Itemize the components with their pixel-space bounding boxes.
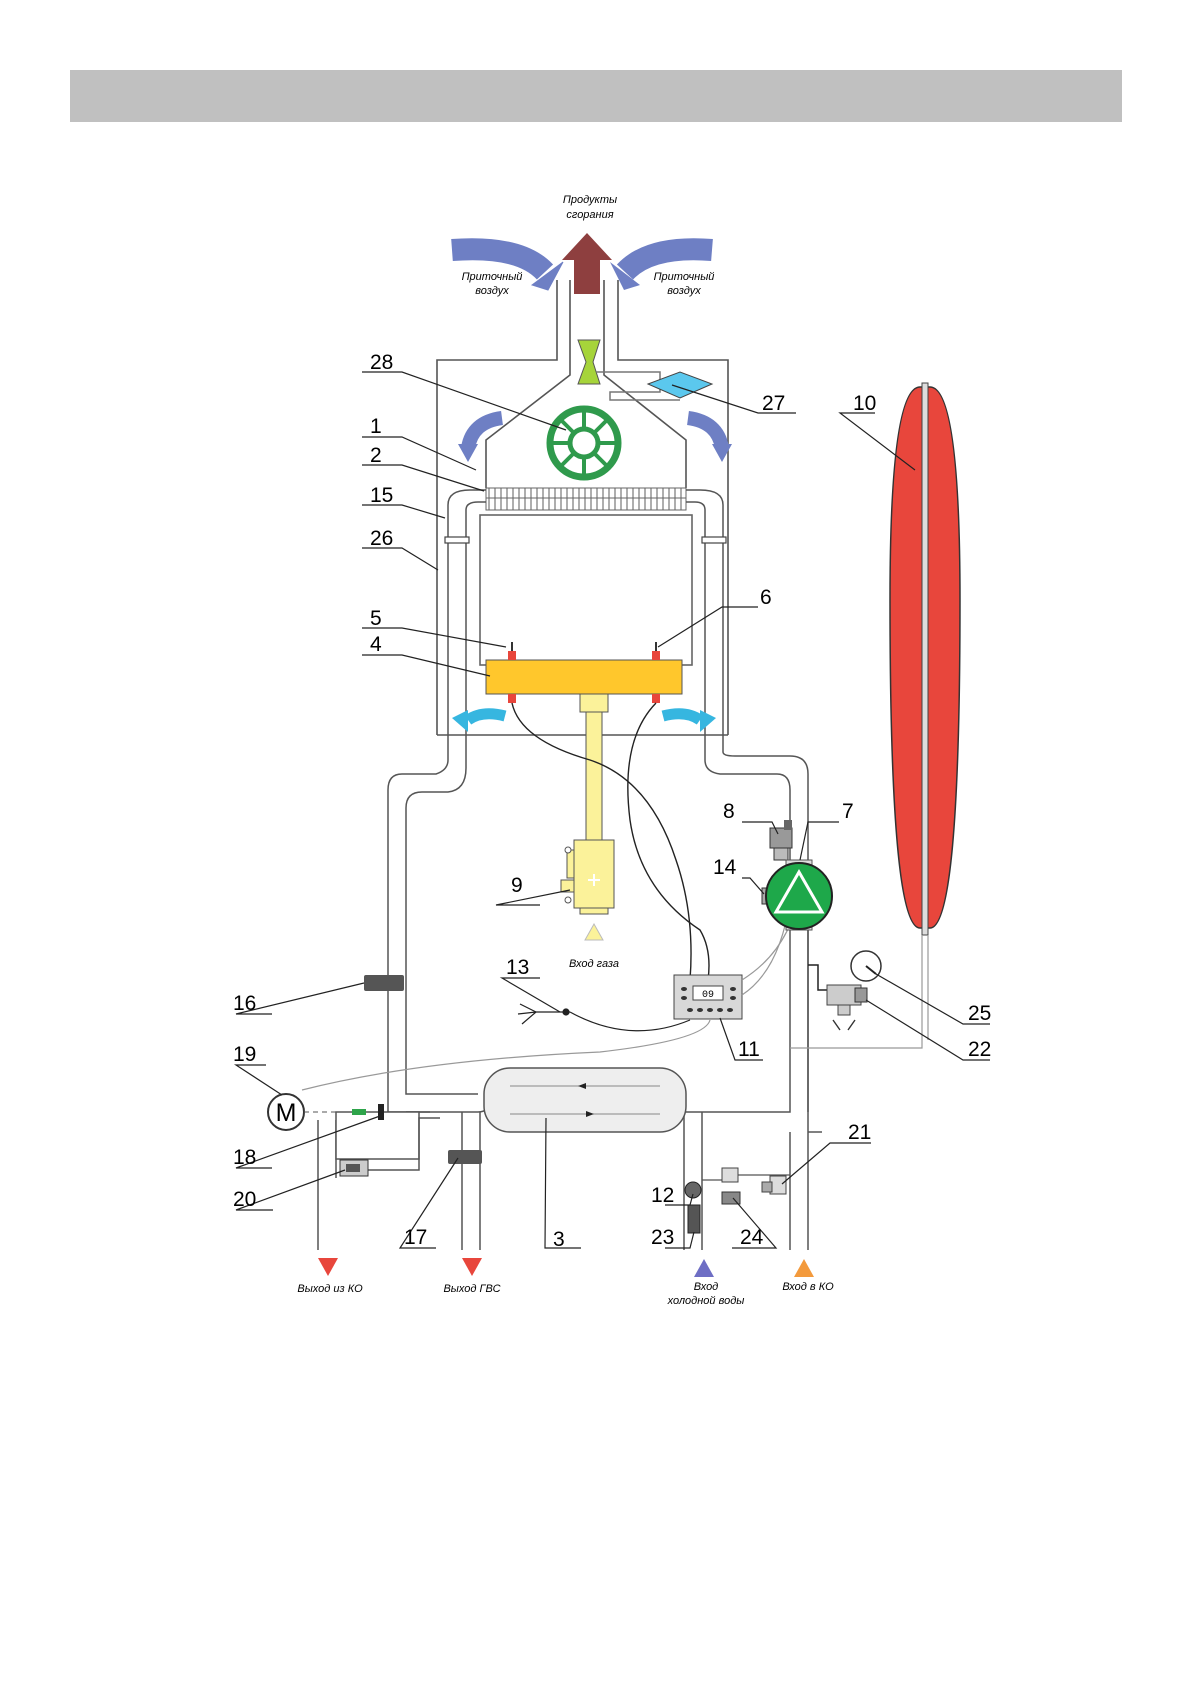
label-19: 19 — [233, 1043, 256, 1066]
dhw-plate-heat-exchanger — [483, 1067, 687, 1133]
label-16: 16 — [233, 992, 256, 1015]
caption-heating-inlet: Вход в КО — [782, 1281, 834, 1293]
pipe-end-caps — [444, 536, 727, 544]
air-arrow-inner-left — [458, 411, 504, 462]
caption-combustion-products-2: сгорания — [566, 209, 613, 221]
control-board: 09 — [673, 974, 743, 1020]
boiler-casing — [436, 280, 729, 736]
label-14: 14 — [713, 856, 737, 879]
electrode-cables — [511, 702, 710, 981]
label-9: 9 — [511, 874, 523, 897]
label-10: 10 — [853, 392, 876, 415]
air-vent — [769, 820, 793, 861]
air-arrow-inner-right-body — [686, 411, 729, 450]
label-12: 12 — [651, 1184, 674, 1207]
label-2: 2 — [370, 444, 382, 467]
flue-gas-arrow-shape — [562, 233, 612, 294]
diverter-valve-motor: M — [267, 1093, 384, 1131]
caption-combustion-products-1: Продукты — [563, 194, 617, 206]
header-bar — [70, 70, 1122, 122]
label-20: 20 — [233, 1188, 256, 1211]
burner-air-arrow-left-head — [452, 710, 468, 732]
circulation-pump — [765, 859, 833, 931]
label-15: 15 — [370, 484, 393, 507]
caption-heating-outlet: Выход из КО — [297, 1283, 363, 1295]
label-28: 28 — [370, 351, 393, 374]
burner-air-arrow-right — [661, 708, 704, 725]
gas-supply-pipe — [560, 693, 615, 941]
caption-supply-air-left-1: Приточный — [462, 271, 523, 283]
label-5: 5 — [370, 607, 382, 630]
label-24: 24 — [740, 1226, 764, 1249]
air-arrow-inner-right — [686, 411, 732, 462]
caption-supply-air-right-1: Приточный — [654, 271, 715, 283]
caption-cold-water-1: Вход — [694, 1281, 719, 1293]
caption-gas-inlet: Вход газа — [569, 958, 619, 970]
air-arrow-left — [451, 238, 564, 291]
dhw-temp-sensor — [448, 1150, 482, 1164]
expansion-tank — [790, 382, 961, 1049]
label-22: 22 — [968, 1038, 991, 1061]
pressure-gauge — [808, 950, 882, 991]
label-1: 1 — [370, 415, 382, 438]
power-cord — [517, 1003, 691, 1032]
air-arrow-left-head — [530, 261, 564, 291]
label-21: 21 — [848, 1121, 871, 1144]
bypass-valve — [339, 1159, 369, 1177]
air-arrow-right-body — [616, 238, 713, 280]
caption-supply-air-right-2: воздух — [667, 285, 701, 297]
burner-air-arrow-right-head — [700, 710, 716, 732]
air-pressure-switch — [646, 371, 714, 399]
number-labels: 1 2 3 4 5 6 7 8 9 10 11 12 13 14 15 16 1… — [233, 351, 991, 1251]
control-board-display: 09 — [702, 990, 714, 1001]
label-11: 11 — [738, 1038, 760, 1061]
leader-lines — [233, 371, 990, 1249]
heat-exchanger-fins — [485, 497, 687, 511]
air-arrow-inner-left-body — [461, 411, 504, 450]
label-13: 13 — [506, 956, 529, 979]
air-arrow-left-body — [451, 238, 554, 280]
air-arrow-right-head — [610, 262, 640, 290]
flow-sensor — [684, 1181, 702, 1234]
bypass — [335, 1111, 440, 1171]
label-25: 25 — [968, 1002, 991, 1025]
flue-gas-arrow — [562, 233, 612, 294]
label-26: 26 — [370, 527, 393, 550]
air-arrow-right — [610, 238, 713, 290]
label-6: 6 — [760, 586, 772, 609]
label-7: 7 — [842, 800, 854, 823]
drain-valve — [761, 1175, 787, 1195]
gas-inlet-marker — [584, 922, 604, 941]
fan — [546, 405, 622, 481]
label-8: 8 — [723, 800, 735, 823]
label-17: 17 — [404, 1226, 427, 1249]
label-3: 3 — [553, 1228, 565, 1251]
caption-supply-air-left-2: воздух — [475, 285, 509, 297]
heating-inlet-marker — [794, 1259, 814, 1277]
cold-water-inlet-marker — [694, 1259, 714, 1277]
pressure-tube — [596, 371, 680, 401]
caption-dhw-outlet: Выход ГВС — [443, 1283, 500, 1295]
air-arrow-inner-right-head — [712, 444, 732, 462]
air-arrow-inner-left-head — [458, 444, 478, 462]
caption-cold-water-2: холодной воды — [667, 1295, 745, 1307]
ignition-electrode — [508, 642, 516, 703]
label-4: 4 — [370, 633, 382, 656]
ionisation-electrode — [652, 642, 660, 703]
heating-outlet-marker — [318, 1258, 338, 1276]
flue-hood — [485, 280, 687, 488]
burner-air-arrow-left — [464, 708, 507, 725]
motor-label: M — [276, 1099, 297, 1127]
heating-temp-sensor — [364, 975, 404, 991]
label-18: 18 — [233, 1146, 256, 1169]
primary-heat-exchanger — [485, 487, 687, 499]
venturi — [577, 339, 601, 385]
heating-pipes — [387, 489, 822, 1250]
burner — [485, 659, 683, 695]
label-27: 27 — [762, 392, 785, 415]
safety-valve — [826, 984, 868, 1031]
dhw-outlet-marker — [462, 1258, 482, 1276]
label-23: 23 — [651, 1226, 674, 1249]
